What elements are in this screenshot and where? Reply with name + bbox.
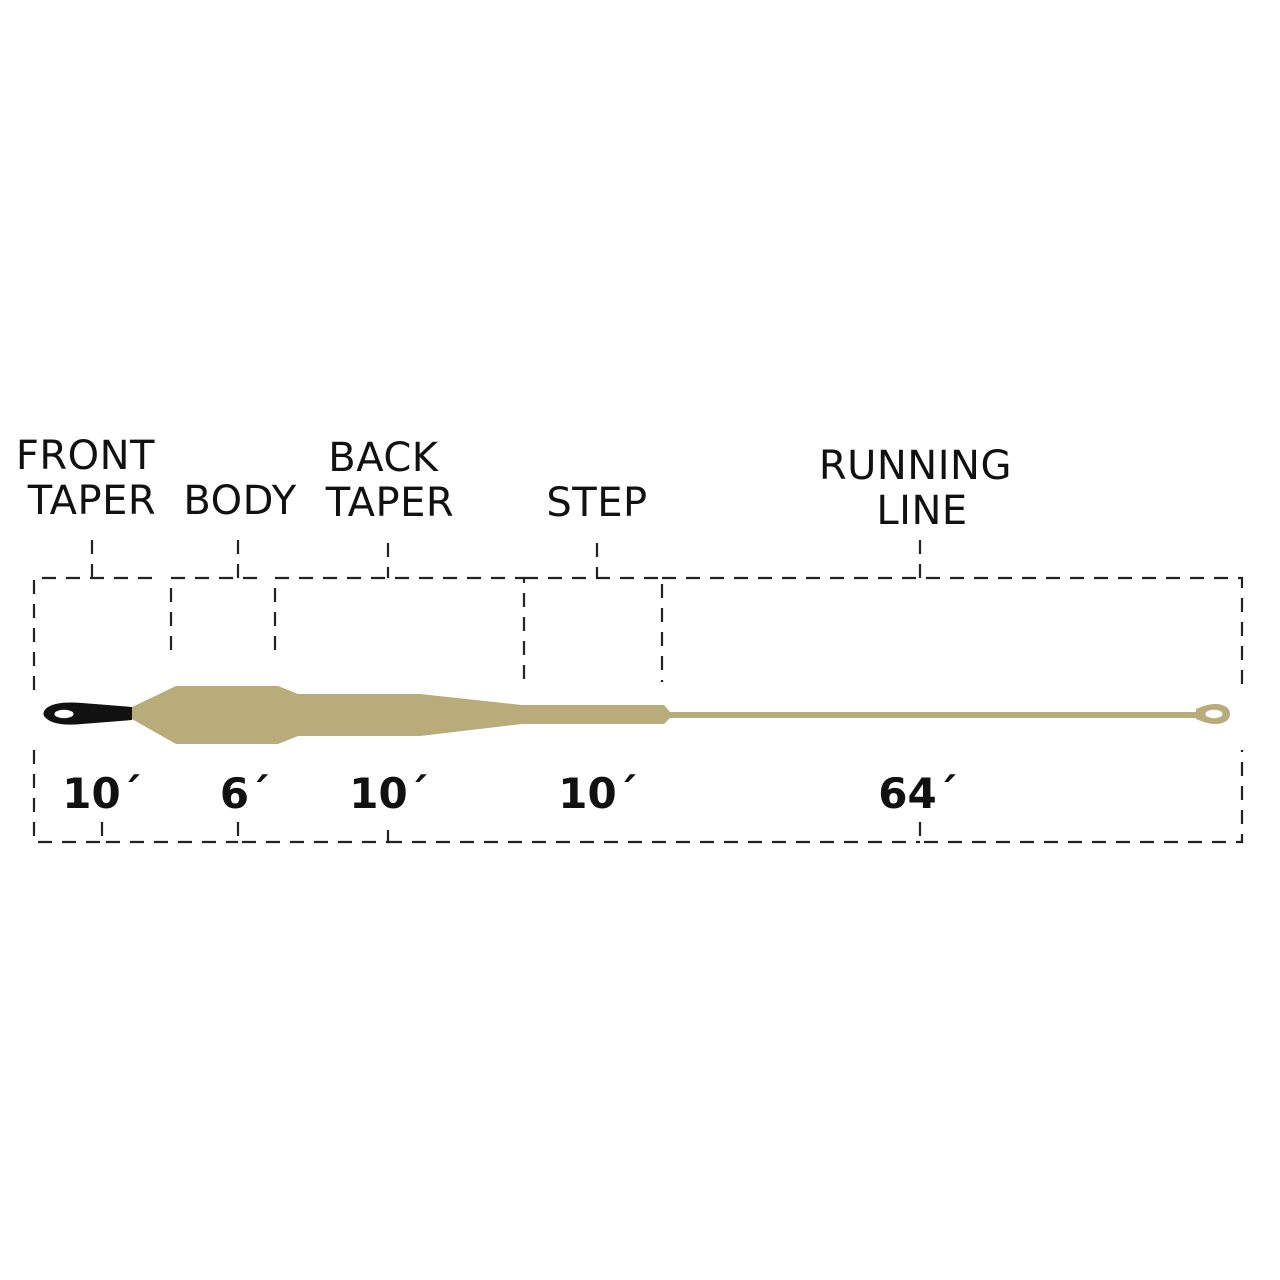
front-loop-hole — [54, 709, 74, 719]
label-front-taper: FRONT TAPER — [16, 433, 168, 524]
length-step: 10´ — [558, 769, 637, 818]
bracket-back-taper-top — [273, 576, 526, 682]
rear-loop-hole — [1205, 709, 1223, 719]
bracket-front-taper-top — [32, 576, 152, 690]
bracket-running-line-bottom — [918, 750, 1244, 844]
welded-loop-black-icon — [43, 702, 132, 725]
length-front-taper: 10´ — [62, 769, 141, 818]
bracket-running-line-top — [662, 576, 1244, 690]
bottom-brackets — [32, 750, 1244, 844]
length-running-line: 64´ — [878, 769, 957, 818]
bracket-body-top — [169, 576, 258, 650]
length-back-taper: 10´ — [349, 769, 428, 818]
bracket-step-top — [524, 576, 664, 682]
top-brackets — [32, 540, 1244, 690]
length-body: 6´ — [220, 769, 270, 818]
label-back-taper: BACK TAPER — [325, 435, 454, 526]
bracket-body-bottom-a — [100, 822, 238, 844]
label-body: BODY — [183, 478, 296, 524]
fly-line — [43, 686, 1230, 744]
line-head-profile — [130, 686, 1198, 744]
bracket-body-bottom-b — [236, 822, 390, 844]
label-step: STEP — [546, 480, 647, 526]
label-running-line: RUNNING LINE — [819, 443, 1025, 534]
bracket-front-taper-bottom — [32, 750, 102, 844]
